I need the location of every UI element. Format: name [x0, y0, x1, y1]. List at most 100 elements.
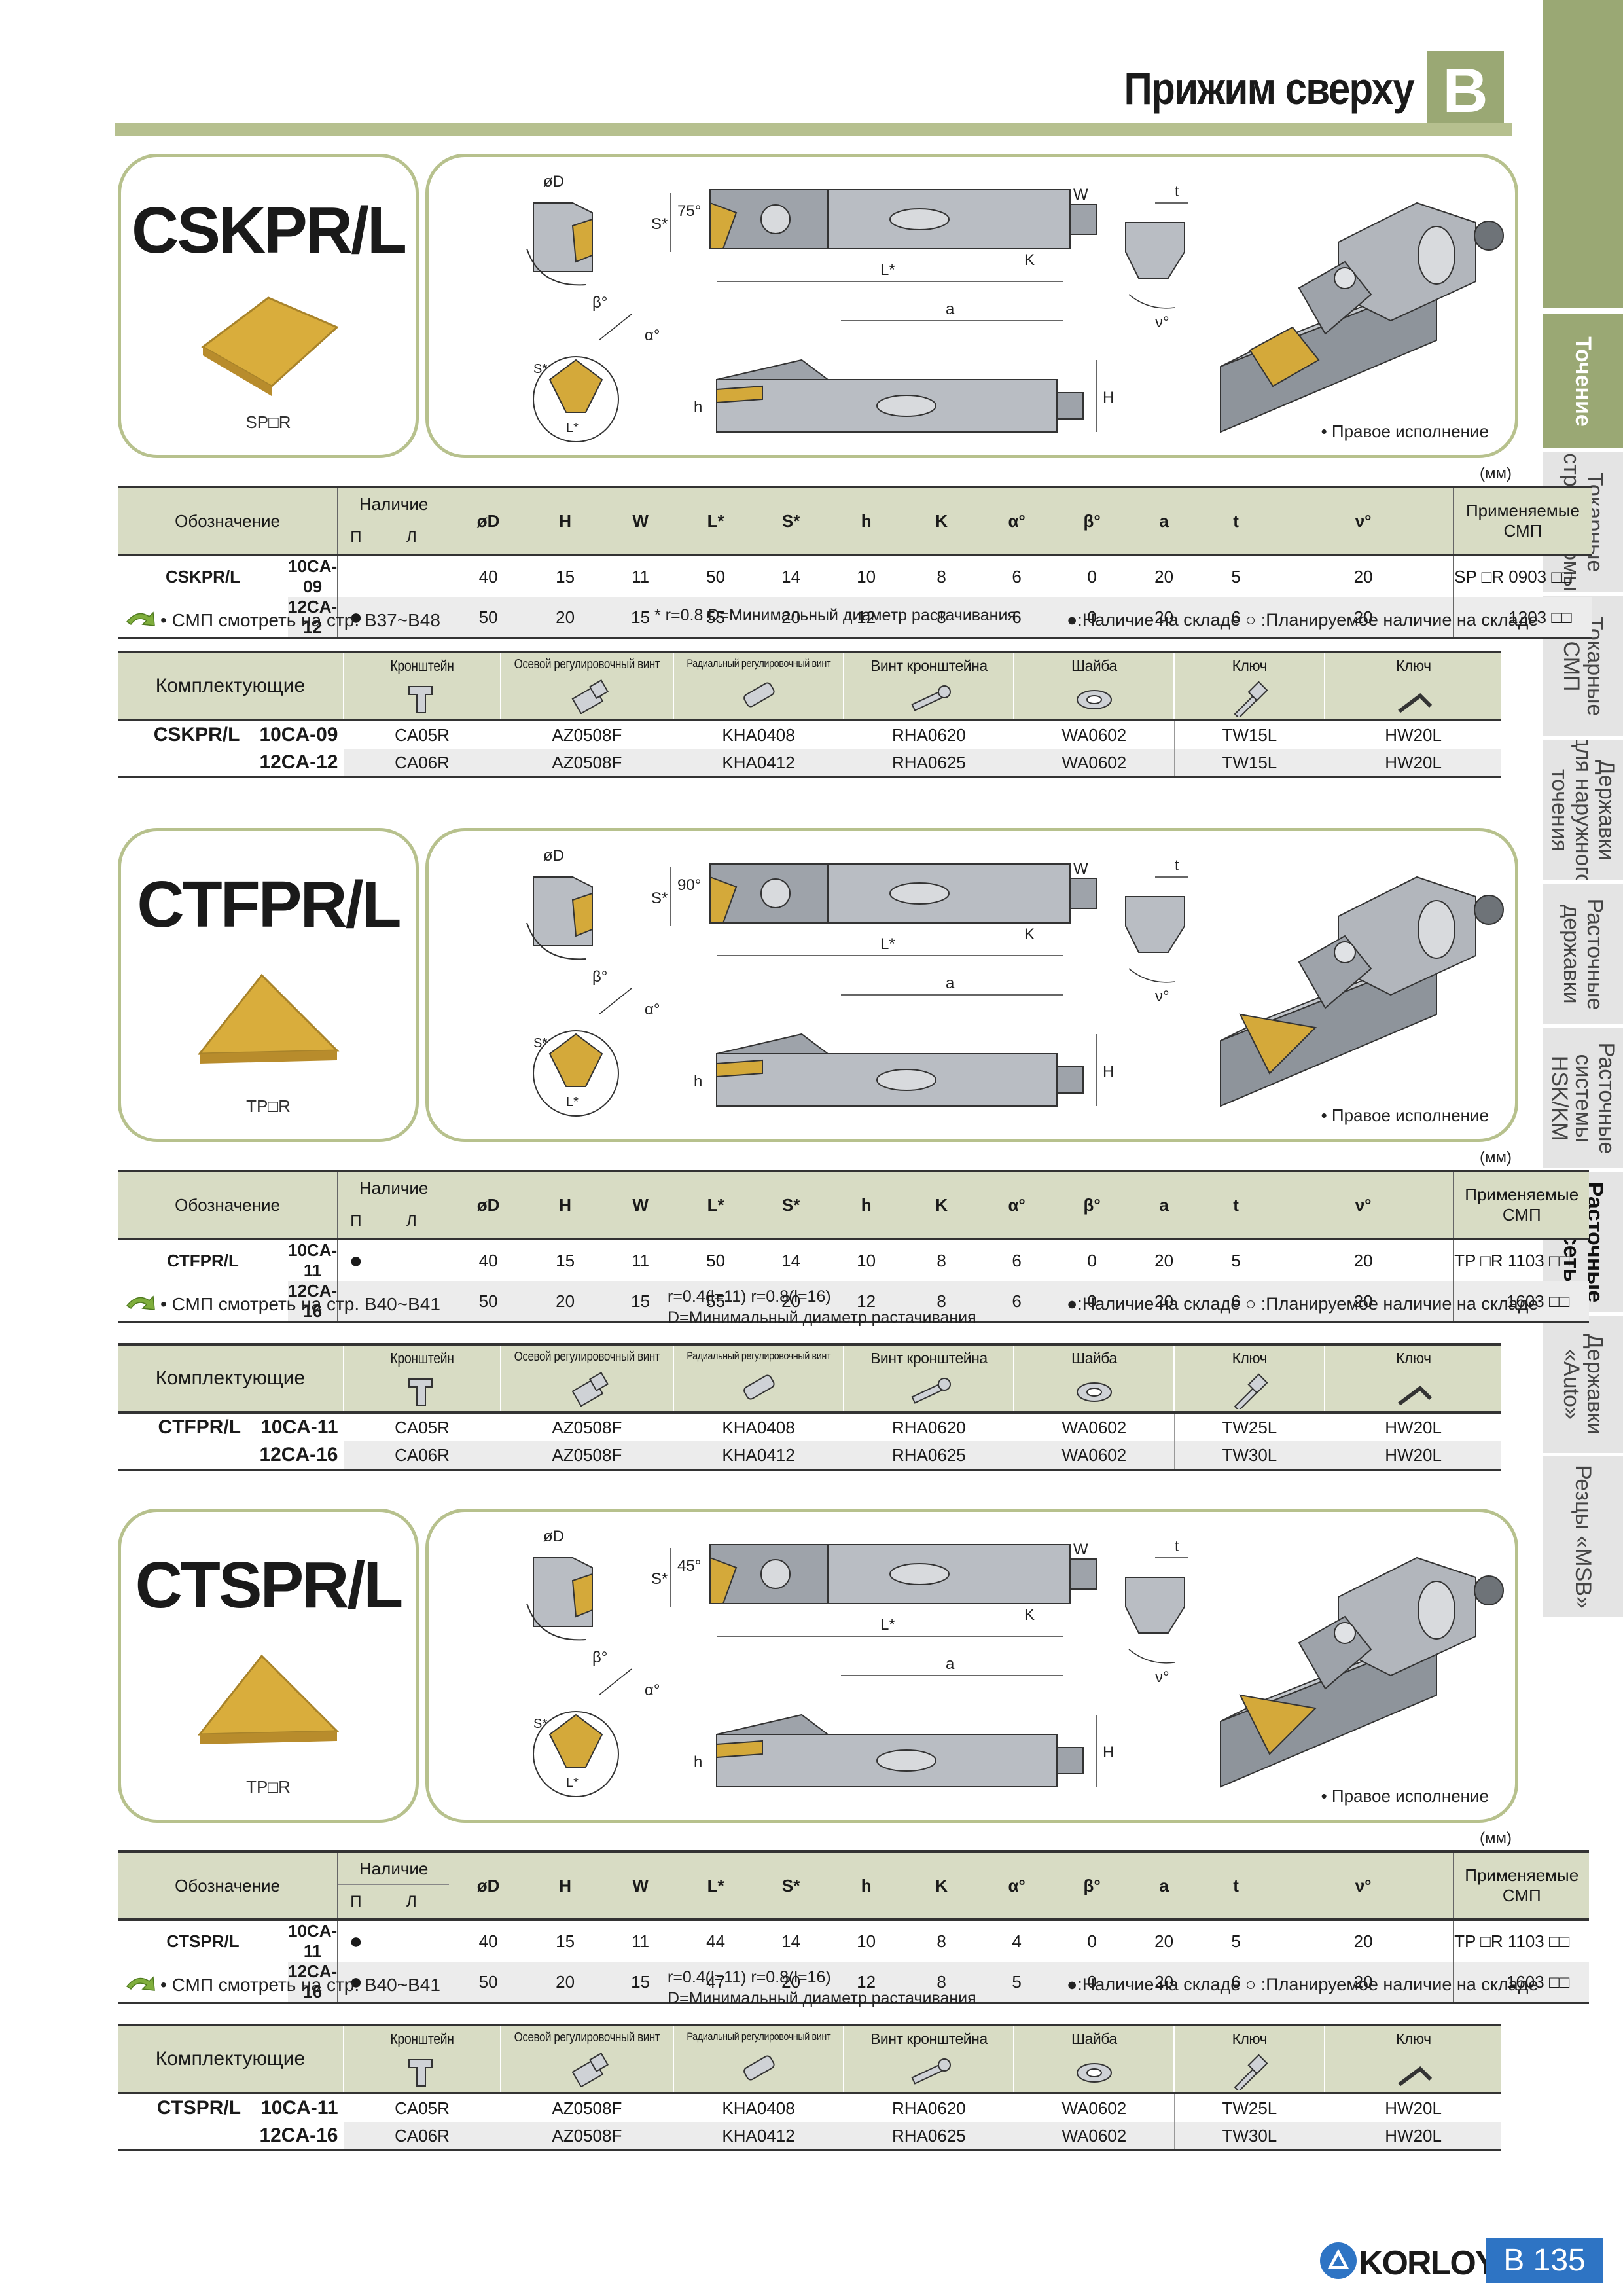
side-tab-3[interactable]: Державки для наружного точения — [1543, 740, 1623, 884]
spec-col-header: H — [527, 1850, 603, 1920]
dim-label: α° — [645, 1681, 660, 1699]
accessory-part-number: RHA0620 — [843, 719, 1014, 749]
clamp-screw-3d — [1334, 941, 1356, 963]
insert-edge — [200, 1050, 337, 1064]
avail-right: ● — [337, 1962, 374, 2004]
designation-header: Обозначение — [118, 486, 338, 555]
insert-picture — [197, 1654, 340, 1744]
spec-value: 0 — [1054, 1238, 1130, 1281]
side-tab-8[interactable]: Резцы «MSB» — [1543, 1456, 1623, 1621]
insert-reference-note: • СМП смотреть на стр. B40~B41 — [160, 1294, 440, 1314]
spec-value: 20 — [1274, 597, 1454, 639]
accessory-col-label: Шайба — [1071, 1350, 1117, 1367]
bracket-screw-icon — [911, 2058, 952, 2085]
spec-value: 6 — [979, 1281, 1055, 1323]
dim-label: h — [694, 1073, 702, 1090]
screw-head — [760, 204, 791, 234]
spec-value: 20 — [1130, 597, 1199, 639]
accessory-part-number: AZ0508F — [500, 2092, 673, 2122]
header-rule — [115, 123, 1512, 136]
accessory-col-label: Винт кронштейна — [870, 657, 988, 674]
accessory-part-number: HW20L — [1324, 749, 1502, 778]
stock-legend: ●:Наличие на складе ○ :Планируемое налич… — [1067, 610, 1539, 630]
accessory-col-label: Ключ — [1396, 1350, 1431, 1367]
accessory-model: 12CA-12 — [118, 749, 344, 778]
slot-hole — [889, 882, 950, 905]
spec-value: 15 — [527, 1918, 603, 1962]
dim-label: øD — [543, 173, 564, 190]
radial-screw-icon — [743, 682, 775, 708]
accessory-part-number: WA0602 — [1013, 1441, 1175, 1471]
accessory-part-number: RHA0625 — [843, 2122, 1014, 2151]
side-tab-0[interactable]: Точение — [1543, 314, 1623, 452]
insert-triangle — [197, 973, 340, 1055]
insert-code: TP □R 1103 □□ — [1453, 1238, 1590, 1281]
accessory-part-number: TW30L — [1173, 1441, 1325, 1471]
side-tab-label: Расточные системы HSK/KM — [1547, 1042, 1619, 1154]
spec-value: 8 — [904, 597, 980, 639]
angle-label: 45° — [677, 1557, 701, 1575]
spec-col-header: L* — [678, 1850, 754, 1920]
spec-col-header: β° — [1054, 1170, 1130, 1239]
dim-label: h — [694, 399, 702, 416]
dim-label: L* — [880, 935, 895, 953]
spec-value: 20 — [527, 1962, 603, 2004]
accessory-col-header: Осевой регулировочный винт — [500, 651, 673, 720]
spec-value: 50 — [678, 1238, 754, 1281]
screw-3d — [1474, 895, 1504, 925]
spec-value: 20 — [1274, 1281, 1454, 1323]
avail-right — [337, 554, 374, 597]
dim-label: øD — [543, 847, 564, 865]
beta-arrow — [598, 988, 632, 1015]
slot-hole — [876, 395, 936, 417]
accessory-part-number: KHA0408 — [673, 1411, 844, 1441]
accessory-col-label: Осевой регулировочный винт — [514, 657, 660, 672]
spec-value: 6 — [979, 597, 1055, 639]
side-tab-5[interactable]: Расточные системы HSK/KM — [1543, 1028, 1623, 1172]
dim-label: β° — [592, 968, 607, 986]
radius-note: * r=0.8 D=Минимальный диаметр растачиван… — [654, 606, 1016, 624]
accessory-part-number: CA06R — [343, 749, 501, 778]
accessory-part-number: HW20L — [1324, 2122, 1502, 2151]
bore-arc — [526, 248, 586, 286]
accessory-part-number: AZ0508F — [500, 719, 673, 749]
spec-col-header: β° — [1054, 486, 1130, 555]
avail-left — [373, 1238, 450, 1281]
accessory-part-number: CA05R — [343, 2092, 501, 2122]
axial-screw-icon — [571, 2052, 609, 2087]
dim-label: β° — [592, 294, 607, 312]
insert-edge — [200, 1731, 337, 1744]
spec-value: 8 — [904, 1238, 980, 1281]
model-code: 12CA-16 — [288, 1281, 338, 1323]
insert-detail-shape — [548, 1713, 603, 1768]
hex-key-icon — [1398, 693, 1432, 713]
spec-col-header: α° — [979, 1850, 1055, 1920]
accessory-col-header: Винт кронштейна — [843, 651, 1014, 720]
orientation-note: • Правое исполнение — [1321, 1105, 1489, 1125]
side-tab-top-strip — [1543, 0, 1623, 312]
side-tab-4[interactable]: Расточные державки — [1543, 884, 1623, 1028]
accessory-part-number: CA05R — [343, 719, 501, 749]
accessory-col-header: Кронштейн — [343, 1343, 501, 1412]
spec-value: 6 — [979, 554, 1055, 597]
series-name — [240, 751, 245, 773]
accessory-col-label: Винт кронштейна — [870, 1350, 988, 1367]
insert-code: 1603 □□ — [1453, 1962, 1590, 2004]
avail-right: ● — [337, 1238, 374, 1281]
side-tab-7[interactable]: Державки «Auto» — [1543, 1316, 1623, 1457]
accessory-model: 12CA-16 — [118, 1441, 344, 1471]
insert-code: SP □R 0903 □□ — [1453, 554, 1592, 597]
spec-value: 20 — [1130, 1281, 1199, 1323]
insert-reference-note: • СМП смотреть на стр. B40~B41 — [160, 1975, 440, 1995]
korloy-logo-icon — [1320, 2242, 1357, 2279]
slot-hole — [889, 208, 950, 230]
adjust-screw — [1056, 392, 1084, 420]
model-code: 12CA-16 — [288, 1962, 338, 2004]
spec-col-header: S* — [753, 486, 829, 555]
